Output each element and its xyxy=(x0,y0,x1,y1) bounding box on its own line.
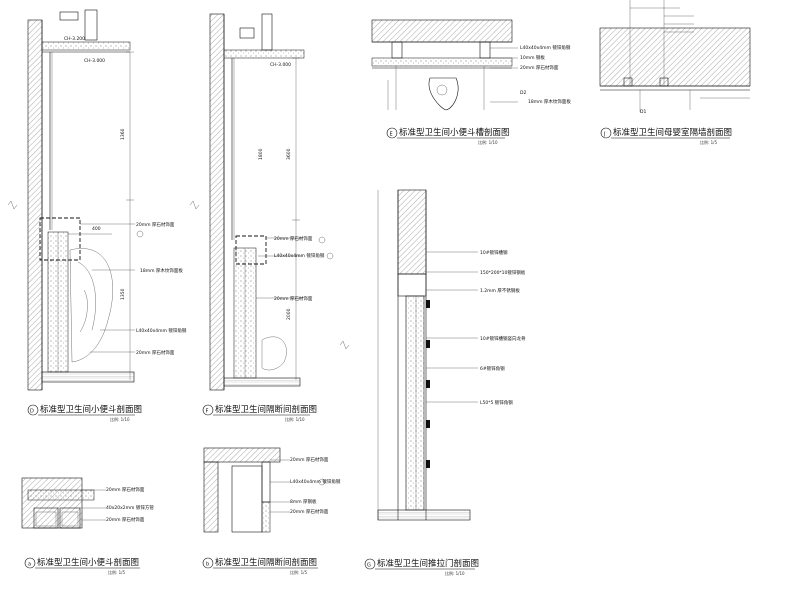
dim-d-2: 400 xyxy=(92,226,101,232)
title-g: 标准型卫生间推拉门剖面图 xyxy=(377,558,479,569)
note-g-2: 150*200*10镀锌钢板 xyxy=(480,269,526,276)
svg-text:a: a xyxy=(28,562,31,568)
floor-f xyxy=(223,377,301,387)
note-d-1: 20mm 厚石材饰面 xyxy=(136,221,175,228)
note-e-3: 20mm 厚石材饰面 xyxy=(520,64,559,71)
ceiling-f xyxy=(223,49,305,59)
section-a: 20mm 厚石材饰面 40x20x2mm 镀锌方管 20mm 厚石材饰面 a 标… xyxy=(21,477,154,575)
note-d-4: 20mm 厚石材饰面 xyxy=(136,349,175,356)
svg-text:G: G xyxy=(367,563,371,569)
title-b: 标准型卫生间隔断间剖面图 xyxy=(215,557,317,568)
wall-f xyxy=(209,13,225,391)
scale-b: 比例: 1/5 xyxy=(290,569,308,575)
section-b: 20mm 厚石材饰面 L40x40x4mm 镀锌角钢 8mm 厚钢板 20mm … xyxy=(202,447,341,575)
svg-text:J: J xyxy=(603,132,605,138)
note-g-1: 10#镀锌槽钢 xyxy=(480,249,508,256)
marker-d xyxy=(27,404,39,416)
section-j: D1 J 标准型卫生间母婴室隔墙剖面图 比例: 1/5 xyxy=(599,0,751,145)
scale-e: 比例: 1/10 xyxy=(478,139,498,145)
dim-f-3: 2000 xyxy=(286,308,292,320)
title-j: 标准型卫生间母婴室隔墙剖面图 xyxy=(613,127,732,138)
marker-a xyxy=(24,557,36,569)
svg-text:D: D xyxy=(30,409,34,415)
scale-j: 比例: 1/5 xyxy=(700,139,718,145)
svg-text:E: E xyxy=(390,132,393,138)
marker-f xyxy=(202,404,214,416)
title-f: 标准型卫生间隔断间剖面图 xyxy=(215,404,317,415)
dim-f-2: 1800 xyxy=(258,148,264,160)
floor-d xyxy=(41,371,135,383)
scale-d: 比例: 1/10 xyxy=(110,416,130,422)
lintel-g xyxy=(397,189,427,275)
level-d-2: CH-3.000 xyxy=(84,58,105,64)
scale-g: 比例: 1/10 xyxy=(445,570,465,576)
section-e: L40x40x4mm 镀锌角钢 10mm 钢板 20mm 厚石材饰面 18mm … xyxy=(371,19,571,145)
note-f-3: 20mm 厚石材饰面 xyxy=(274,295,313,302)
section-f: CH-3.000 20mm 厚石材饰面 L40x40x4mm 镀锌角钢 20mm… xyxy=(189,13,334,422)
note-e-2: 10mm 钢板 xyxy=(520,54,545,61)
note-g-5: 6#镀锌角钢 xyxy=(480,365,505,372)
title-e: 标准型卫生间小便斗槽剖面图 xyxy=(399,127,510,138)
level-f: CH-3.000 xyxy=(270,62,291,68)
marker-j xyxy=(600,127,612,139)
note-a-2: 40x20x2mm 镀锌方管 xyxy=(106,504,154,511)
title-d: 标准型卫生间小便斗剖面图 xyxy=(40,404,142,415)
note-d-3: L40x40x4mm 镀锌角钢 xyxy=(136,327,187,334)
marker-e xyxy=(386,127,398,139)
floor-g xyxy=(377,509,471,521)
marker-b xyxy=(202,557,214,569)
note-d-2: 18mm 厚木纹饰面板 xyxy=(140,267,183,274)
note-b-1: 20mm 厚石材饰面 xyxy=(290,456,329,463)
note-g-4: 10#镀锌槽钢竖向龙骨 xyxy=(480,335,526,342)
note-a-3: 20mm 厚石材饰面 xyxy=(106,516,145,523)
note-code-e: D2 xyxy=(520,90,526,96)
note-code-j: D1 xyxy=(640,109,646,115)
scale-f: 比例: 1/10 xyxy=(285,416,305,422)
wall-a xyxy=(21,477,83,529)
section-g: 10#镀锌槽钢 150*200*10镀锌钢板 1.2mm 厚不锈钢板 10#镀锌… xyxy=(339,189,526,576)
wall-d xyxy=(27,19,43,391)
note-g-3: 1.2mm 厚不锈钢板 xyxy=(480,287,520,294)
note-f-2: L40x40x4mm 镀锌角钢 xyxy=(274,252,325,259)
section-d: CH-3.200 CH-3.000 20mm 厚石材饰面 18mm 厚木纹饰面板… xyxy=(7,9,187,422)
slab-b xyxy=(203,447,281,463)
note-e-1: L40x40x4mm 镀锌角钢 xyxy=(520,44,571,51)
scale-a: 比例: 1/5 xyxy=(108,569,126,575)
dim-d-1: 1360 xyxy=(120,128,126,140)
marker-g xyxy=(364,558,376,570)
note-b-3: 8mm 厚钢板 xyxy=(290,498,317,505)
svg-text:b: b xyxy=(206,562,209,568)
svg-text:F: F xyxy=(206,409,209,415)
dim-f-1: 3600 xyxy=(286,148,292,160)
note-e-4: 18mm 厚木纹饰面板 xyxy=(528,98,571,105)
note-b-2: L40x40x4mm 镀锌角钢 xyxy=(290,478,341,485)
ceiling-d xyxy=(41,41,131,51)
note-b-4: 20mm 厚石材饰面 xyxy=(290,508,329,515)
note-a-1: 20mm 厚石材饰面 xyxy=(106,486,145,493)
slab-e xyxy=(371,19,513,43)
title-a: 标准型卫生间小便斗剖面图 xyxy=(37,557,139,568)
wall-j xyxy=(599,27,751,87)
dim-d-3: 1350 xyxy=(120,288,126,300)
urinal-e xyxy=(428,77,459,111)
door-g xyxy=(405,295,425,511)
level-d-1: CH-3.200 xyxy=(64,36,85,42)
note-g-6: L50*5 镀锌角钢 xyxy=(480,399,513,406)
note-f-1: 20mm 厚石材饰面 xyxy=(274,235,313,242)
